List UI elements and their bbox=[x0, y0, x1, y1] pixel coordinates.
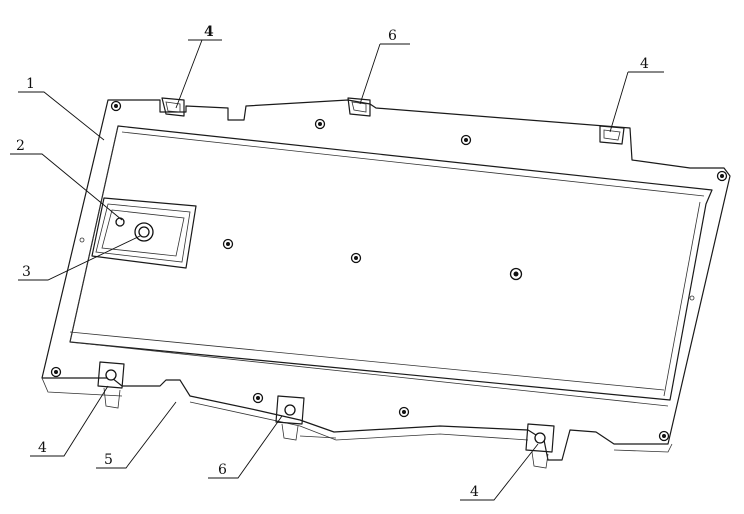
callout-6-top: 6 bbox=[388, 28, 397, 44]
callout-labels: 4 6 4 1 2 3 4 5 6 4 bbox=[16, 24, 649, 500]
callout-4-bottom-left: 4 bbox=[38, 440, 47, 456]
callout-2: 2 bbox=[16, 138, 25, 154]
mounting-holes bbox=[50, 100, 728, 442]
callout-1: 1 bbox=[26, 76, 35, 92]
callout-5: 5 bbox=[104, 452, 113, 468]
callout-3: 3 bbox=[22, 264, 31, 280]
callout-4-top-left: 4 bbox=[204, 24, 214, 40]
window-boss-inner-icon bbox=[138, 226, 150, 238]
bottom-clips bbox=[97, 361, 555, 469]
top-clips bbox=[161, 97, 625, 145]
window-screw-icon bbox=[115, 217, 125, 227]
tray-bottom-flange bbox=[41, 377, 673, 453]
callout-4-bottom-right: 4 bbox=[470, 484, 479, 500]
tray-outer-outline bbox=[41, 99, 731, 461]
inner-panel bbox=[69, 125, 713, 407]
callout-4-top-right: 4 bbox=[640, 56, 649, 72]
callout-6-bottom: 6 bbox=[218, 462, 227, 478]
leader-lines bbox=[10, 39, 664, 501]
